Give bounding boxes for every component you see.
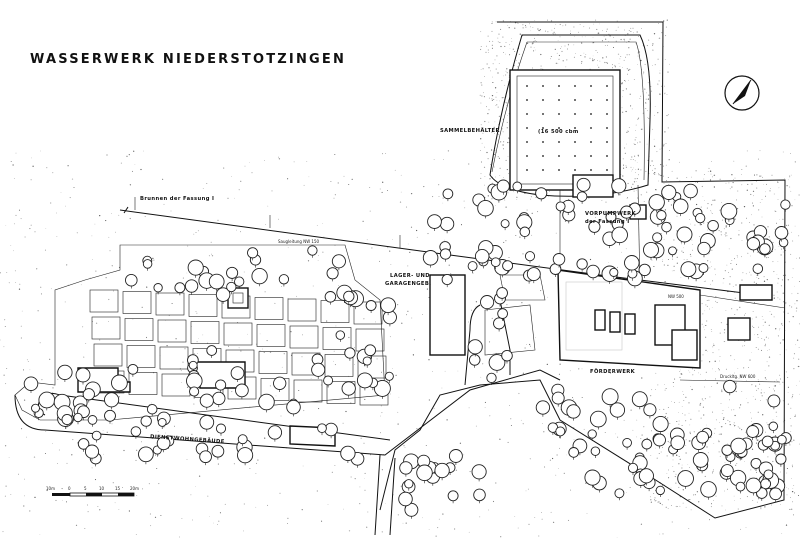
label-brunnen: Brunnen der Fassung I bbox=[140, 196, 214, 202]
lager-garagengebaeude bbox=[429, 274, 466, 356]
map-title: WASSERWERK NIEDERSTOTZINGEN bbox=[30, 52, 347, 67]
label-nw500: NW 500 bbox=[668, 294, 684, 299]
label-sammelbehaelter: SAMMELBEHÄLTER bbox=[440, 127, 500, 134]
label-vorpumpwerk: VORPUMPWERK bbox=[585, 211, 637, 217]
label-lager: LAGER- UND bbox=[390, 273, 430, 279]
scale-tick-5: 20m bbox=[130, 486, 139, 491]
label-fassung: der Fassung I bbox=[585, 219, 630, 225]
pipelines bbox=[119, 184, 786, 383]
trees bbox=[23, 177, 792, 519]
label-garagengeb: GARAGENGEB. bbox=[385, 281, 432, 287]
scale-tick-3: 10 bbox=[99, 486, 105, 491]
scale-tick-4: 15 bbox=[115, 486, 121, 491]
map-labels: Brunnen der Fassung I Saugleitung NW 150… bbox=[140, 127, 756, 445]
label-druckltg: Druckltg. NW 600 bbox=[720, 374, 756, 379]
sammelbehaelter-reservoir bbox=[489, 34, 651, 197]
label-foerderwerk: FÖRDERWERK bbox=[590, 368, 636, 375]
scale-tick-2: 5 bbox=[84, 486, 87, 491]
scale-bar: 10m 0 5 10 15 20m bbox=[46, 486, 139, 497]
site-boundary bbox=[14, 21, 786, 519]
tank-columns bbox=[526, 85, 608, 171]
label-volume: (16 500 cbm bbox=[538, 129, 579, 135]
scale-tick-1: 0 bbox=[68, 486, 71, 491]
scale-tick-0: 10m bbox=[46, 486, 55, 491]
label-saugleitung: Saugleitung NW 150 bbox=[278, 239, 320, 244]
north-arrow-icon bbox=[724, 75, 760, 111]
